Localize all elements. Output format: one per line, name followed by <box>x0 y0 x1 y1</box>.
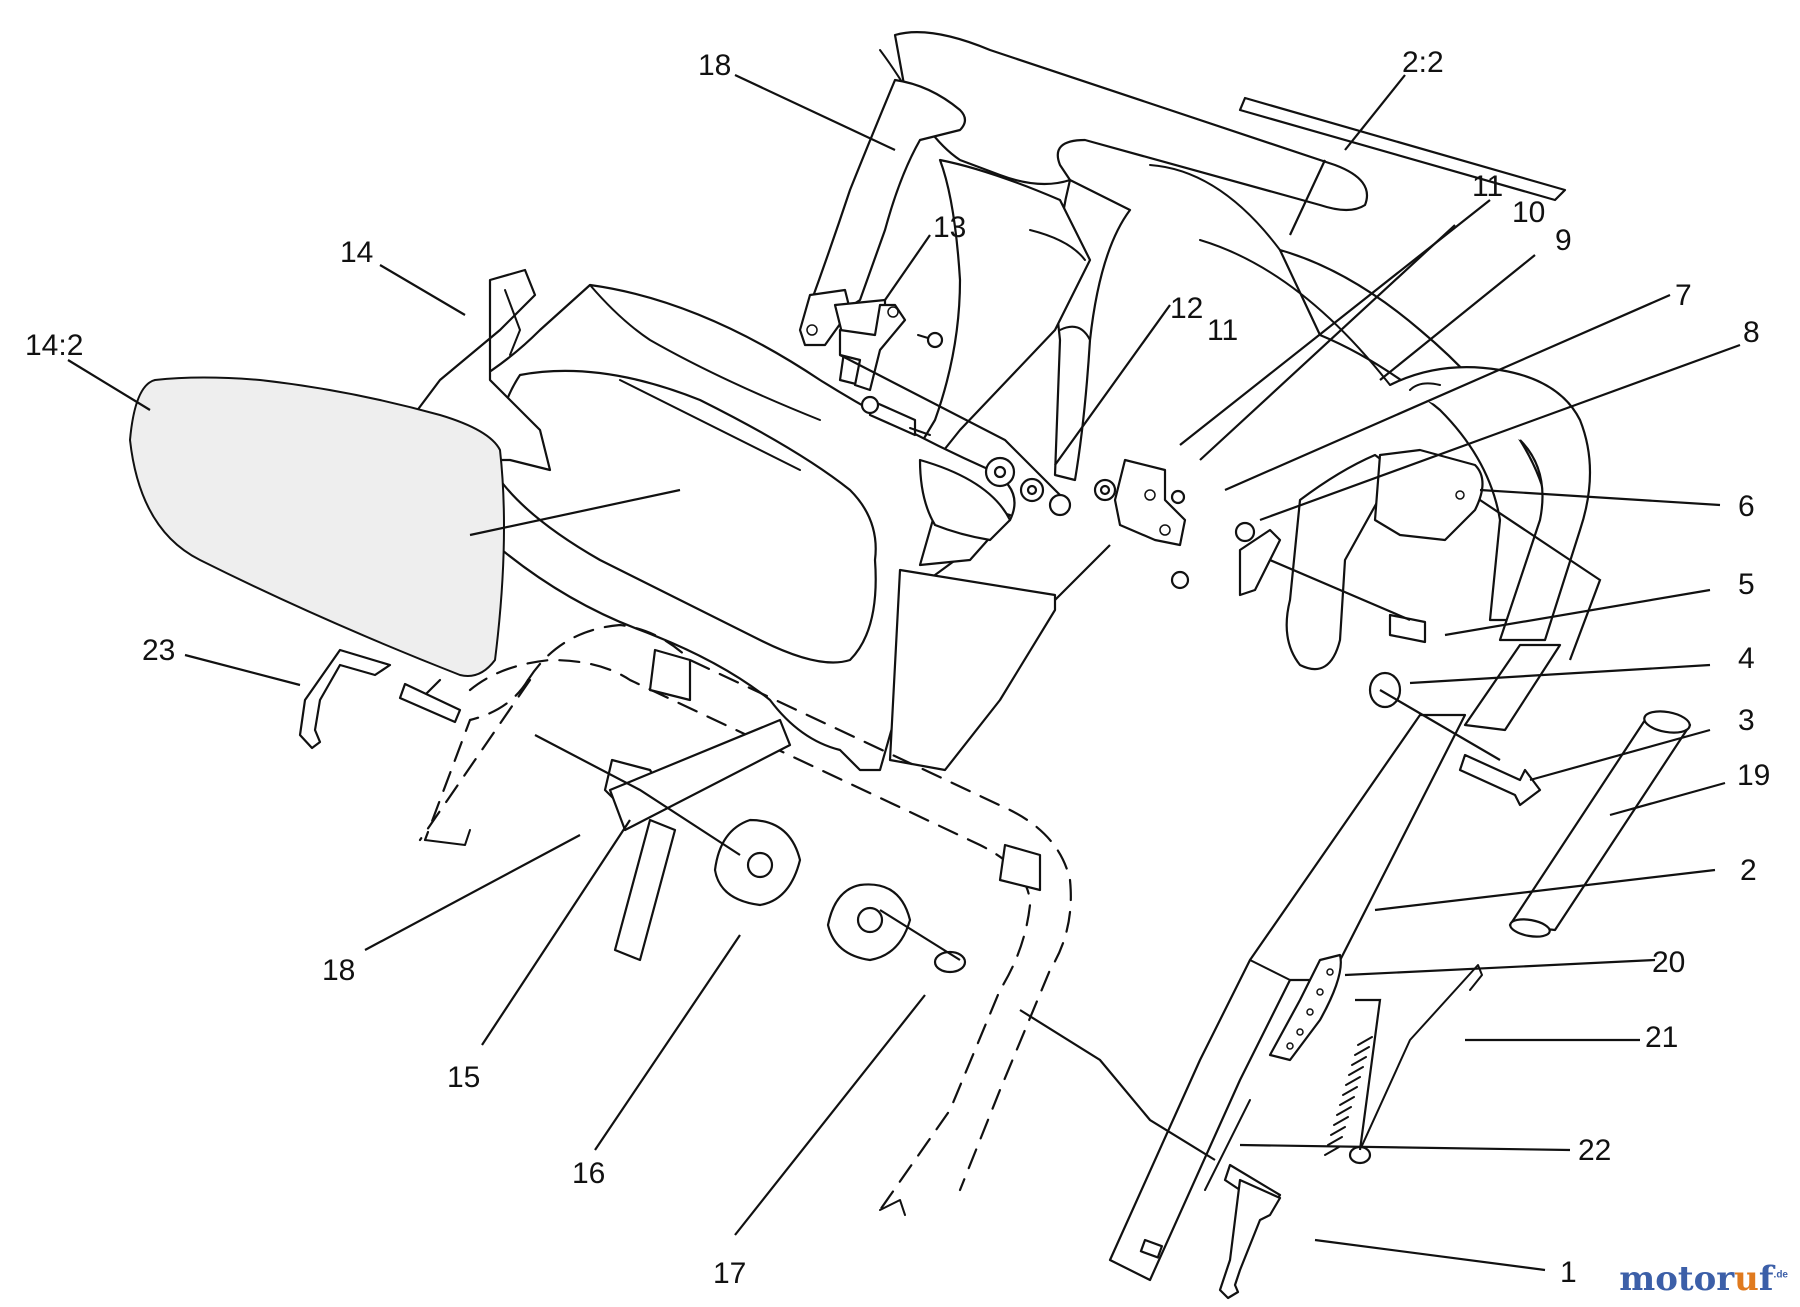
callout-12: 12 <box>1170 292 1203 325</box>
tube-19 <box>1508 710 1692 938</box>
watermark-prefix: motor <box>1619 1259 1735 1299</box>
callout-22: 22 <box>1578 1134 1611 1167</box>
callout-9: 9 <box>1555 224 1572 257</box>
callout-16: 16 <box>572 1157 605 1190</box>
callout-18-upper: 18 <box>698 49 731 82</box>
callout-11-lower: 11 <box>1207 314 1238 347</box>
callout-10: 10 <box>1512 196 1545 229</box>
callout-20: 20 <box>1652 946 1685 979</box>
callout-3: 3 <box>1738 704 1755 737</box>
watermark-accent: u <box>1734 1259 1759 1299</box>
upper-handle-frame <box>879 31 1592 642</box>
callout-14: 14 <box>340 236 373 269</box>
callout-2-2: 2:2 <box>1402 46 1444 79</box>
watermark-suffix: f <box>1758 1259 1774 1299</box>
callout-8: 8 <box>1743 316 1760 349</box>
callout-21: 21 <box>1645 1021 1678 1054</box>
leader-lines <box>67 74 1741 1272</box>
assembly-lines <box>534 354 1602 1161</box>
callout-19: 19 <box>1737 759 1770 792</box>
callout-23: 23 <box>142 634 175 667</box>
control-panel <box>129 268 1057 772</box>
callout-1: 1 <box>1560 1256 1577 1289</box>
watermark-tld: .de <box>1773 1269 1788 1281</box>
callout-18-lower: 18 <box>322 954 355 987</box>
callout-13: 13 <box>933 211 966 244</box>
watermark-logo: motoruf.de <box>1619 1259 1788 1299</box>
callout-15: 15 <box>447 1061 480 1094</box>
callout-11-upper: 11 <box>1472 170 1503 203</box>
callout-14-2: 14:2 <box>25 329 83 362</box>
small-hardware <box>298 303 1542 1300</box>
callout-6: 6 <box>1738 490 1755 523</box>
callout-4: 4 <box>1738 642 1755 675</box>
callout-7: 7 <box>1675 279 1692 312</box>
callout-2: 2 <box>1740 854 1757 887</box>
callout-17: 17 <box>713 1257 746 1290</box>
lower-handle-ghost <box>418 623 1072 1216</box>
callout-labels: 1 2 3 4 5 6 7 8 9 10 11 11 12 13 14 14:2… <box>25 46 1770 1290</box>
lower-handle-tube <box>1108 643 1562 1282</box>
callout-5: 5 <box>1738 568 1755 601</box>
